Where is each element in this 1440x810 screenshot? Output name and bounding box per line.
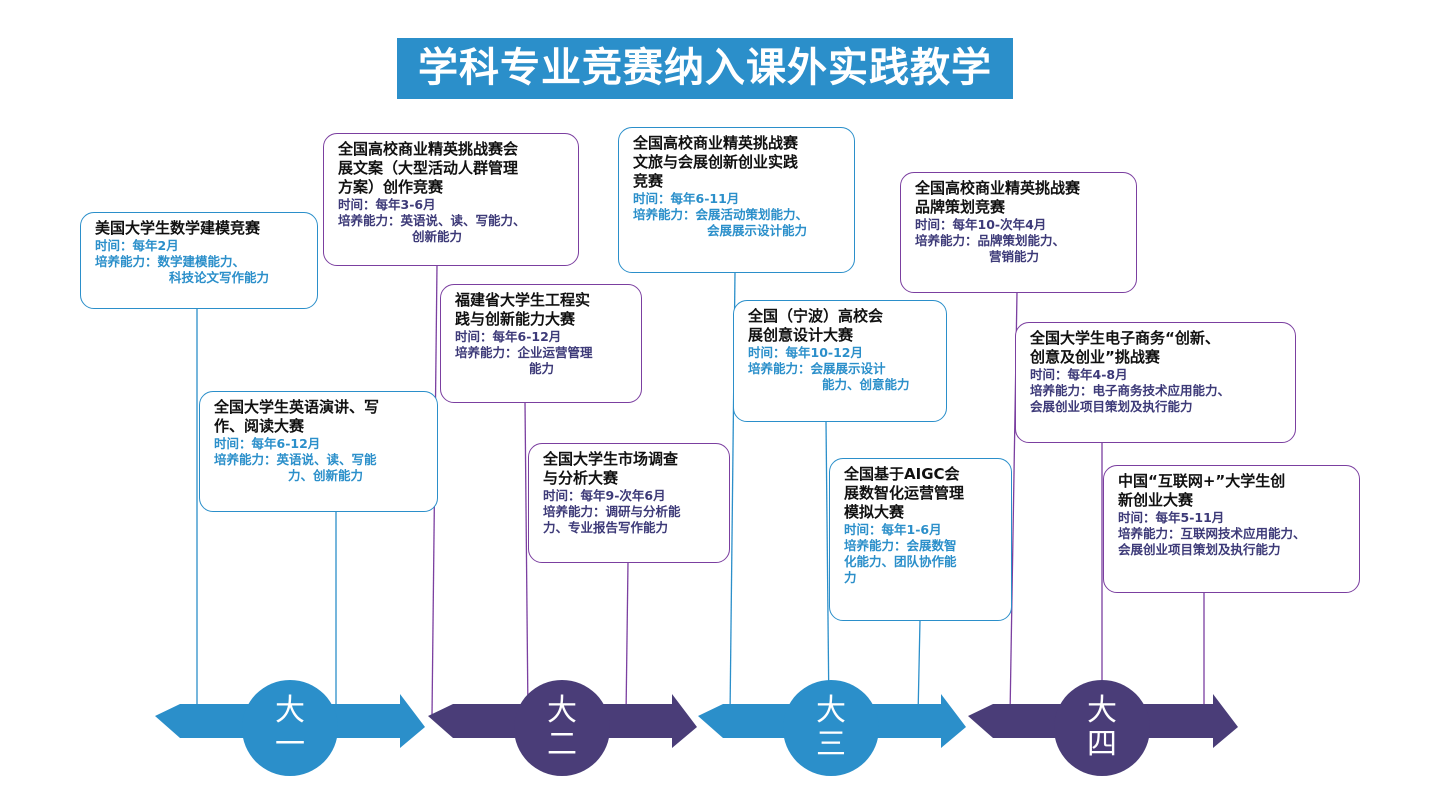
competition-time: 时间：每年3-6月: [338, 197, 436, 212]
competition-name: 展文案（大型活动人群管理: [338, 159, 519, 177]
competition-time: 时间：每年10-12月: [748, 345, 863, 360]
competition-ability: 会展创业项目策划及执行能力: [1030, 399, 1193, 414]
competition-ability: 培养能力：会展数智: [844, 538, 957, 553]
competition-ability: 化能力、团队协作能: [844, 554, 957, 569]
competition-card: 美国大学生数学建模竞赛 时间：每年2月 培养能力：数学建模能力、 科技论文写作能…: [80, 212, 318, 309]
competition-name: 全国大学生市场调查: [543, 450, 679, 468]
competition-ability: 能力: [529, 361, 555, 376]
competition-name: 展数智化运营管理: [844, 484, 965, 502]
connector-line: [825, 420, 830, 717]
competition-card: 全国基于AIGC会 展数智化运营管理 模拟大赛 时间：每年1-6月 培养能力：会…: [829, 458, 1012, 621]
year-2-circle: 大 二: [514, 680, 610, 776]
competition-ability: 培养能力：英语说、读、写能力、: [338, 213, 526, 228]
competition-time: 时间：每年2月: [95, 238, 179, 253]
competition-time: 时间：每年9-次年6月: [543, 488, 666, 503]
competition-time: 时间：每年6-12月: [214, 436, 321, 451]
competition-name: 方案）创作竞赛: [338, 178, 444, 196]
competition-name: 中国“互联网+”大学生创: [1118, 472, 1286, 490]
competition-name: 作、阅读大赛: [214, 417, 305, 435]
year-1-circle: 大 一: [242, 680, 338, 776]
competition-ability: 创新能力: [412, 229, 463, 244]
competition-name: 全国基于AIGC会: [844, 465, 960, 483]
competition-ability: 力、创新能力: [288, 468, 364, 483]
competition-card: 全国高校商业精英挑战赛 品牌策划竞赛 时间：每年10-次年4月 培养能力：品牌策…: [900, 172, 1137, 293]
year-label: 大: [547, 693, 577, 728]
year-4-circle: 大 四: [1054, 680, 1150, 776]
competition-card: 全国大学生英语演讲、写 作、阅读大赛 时间：每年6-12月 培养能力：英语说、读…: [199, 391, 438, 512]
year-label: 大: [1087, 693, 1117, 728]
competition-name: 竞赛: [633, 172, 664, 190]
competition-ability: 培养能力：品牌策划能力、: [915, 233, 1066, 248]
competition-ability: 力: [844, 570, 857, 585]
year-label: 大: [275, 693, 305, 728]
competition-ability: 能力、创意能力: [822, 377, 910, 392]
competition-time: 时间：每年4-8月: [1030, 367, 1128, 382]
competition-name: 践与创新能力大赛: [455, 310, 576, 328]
competition-ability: 力、专业报告写作能力: [543, 520, 669, 535]
competition-card: 全国（宁波）高校会 展创意设计大赛 时间：每年10-12月 培养能力：会展展示设…: [733, 300, 947, 422]
competition-ability: 会展展示设计能力: [707, 223, 808, 238]
competition-name: 新创业大赛: [1118, 491, 1194, 509]
competition-name: 文旅与会展创新创业实践: [633, 153, 799, 171]
competition-name: 展创意设计大赛: [748, 326, 854, 344]
year-3-circle: 大 三: [783, 680, 879, 776]
competition-card: 全国大学生电子商务“创新、 创意及创业”挑战赛 时间：每年4-8月 培养能力：电…: [1015, 322, 1296, 443]
year-label: 一: [275, 727, 305, 762]
connector-line: [524, 401, 529, 717]
competition-ability: 培养能力：会展活动策划能力、: [633, 207, 809, 222]
competition-ability: 培养能力：调研与分析能: [543, 504, 681, 519]
year-label: 四: [1087, 727, 1117, 762]
competition-ability: 培养能力：英语说、读、写能: [214, 452, 377, 467]
year-label: 三: [816, 727, 846, 762]
competition-ability: 科技论文写作能力: [169, 270, 270, 285]
competition-ability: 会展创业项目策划及执行能力: [1118, 542, 1281, 557]
competition-name: 创意及创业”挑战赛: [1030, 348, 1160, 366]
competition-ability: 培养能力：企业运营管理: [455, 345, 593, 360]
competition-name: 全国大学生英语演讲、写: [214, 398, 380, 416]
competition-name: 全国高校商业精英挑战赛: [915, 179, 1081, 197]
competition-ability: 营销能力: [989, 249, 1040, 264]
competition-name: 全国高校商业精英挑战赛: [633, 134, 799, 152]
competition-card: 全国大学生市场调查 与分析大赛 时间：每年9-次年6月 培养能力：调研与分析能 …: [528, 443, 730, 563]
year-label: 大: [816, 693, 846, 728]
competition-time: 时间：每年10-次年4月: [915, 217, 1047, 232]
competition-card: 全国高校商业精英挑战赛会 展文案（大型活动人群管理 方案）创作竞赛 时间：每年3…: [323, 133, 579, 266]
competition-ability: 培养能力：数学建模能力、: [95, 254, 246, 269]
competition-name: 品牌策划竞赛: [915, 198, 1006, 216]
competition-card: 全国高校商业精英挑战赛 文旅与会展创新创业实践 竞赛 时间：每年6-11月 培养…: [618, 127, 855, 273]
competition-time: 时间：每年1-6月: [844, 522, 942, 537]
competition-ability: 培养能力：互联网技术应用能力、: [1118, 526, 1306, 541]
competition-time: 时间：每年6-12月: [455, 329, 562, 344]
competition-name: 全国高校商业精英挑战赛会: [338, 140, 519, 158]
competition-ability: 培养能力：电子商务技术应用能力、: [1030, 383, 1231, 398]
competition-time: 时间：每年6-11月: [633, 191, 740, 206]
competition-name: 模拟大赛: [844, 503, 905, 521]
page-title: 学科专业竞赛纳入课外实践教学: [397, 38, 1013, 99]
competition-card: 福建省大学生工程实 践与创新能力大赛 时间：每年6-12月 培养能力：企业运营管…: [440, 284, 642, 403]
competition-name: 与分析大赛: [543, 469, 619, 487]
year-label: 二: [547, 727, 577, 762]
competition-ability: 培养能力：会展展示设计: [748, 361, 886, 376]
competition-name: 美国大学生数学建模竞赛: [95, 219, 261, 237]
competition-name: 福建省大学生工程实: [455, 291, 591, 309]
competition-card: 中国“互联网+”大学生创 新创业大赛 时间：每年5-11月 培养能力：互联网技术…: [1103, 465, 1360, 593]
competition-time: 时间：每年5-11月: [1118, 510, 1225, 525]
competition-name: 全国大学生电子商务“创新、: [1030, 329, 1220, 347]
connector-line: [625, 561, 629, 717]
competition-name: 全国（宁波）高校会: [748, 307, 884, 325]
connector-line: [917, 619, 921, 717]
